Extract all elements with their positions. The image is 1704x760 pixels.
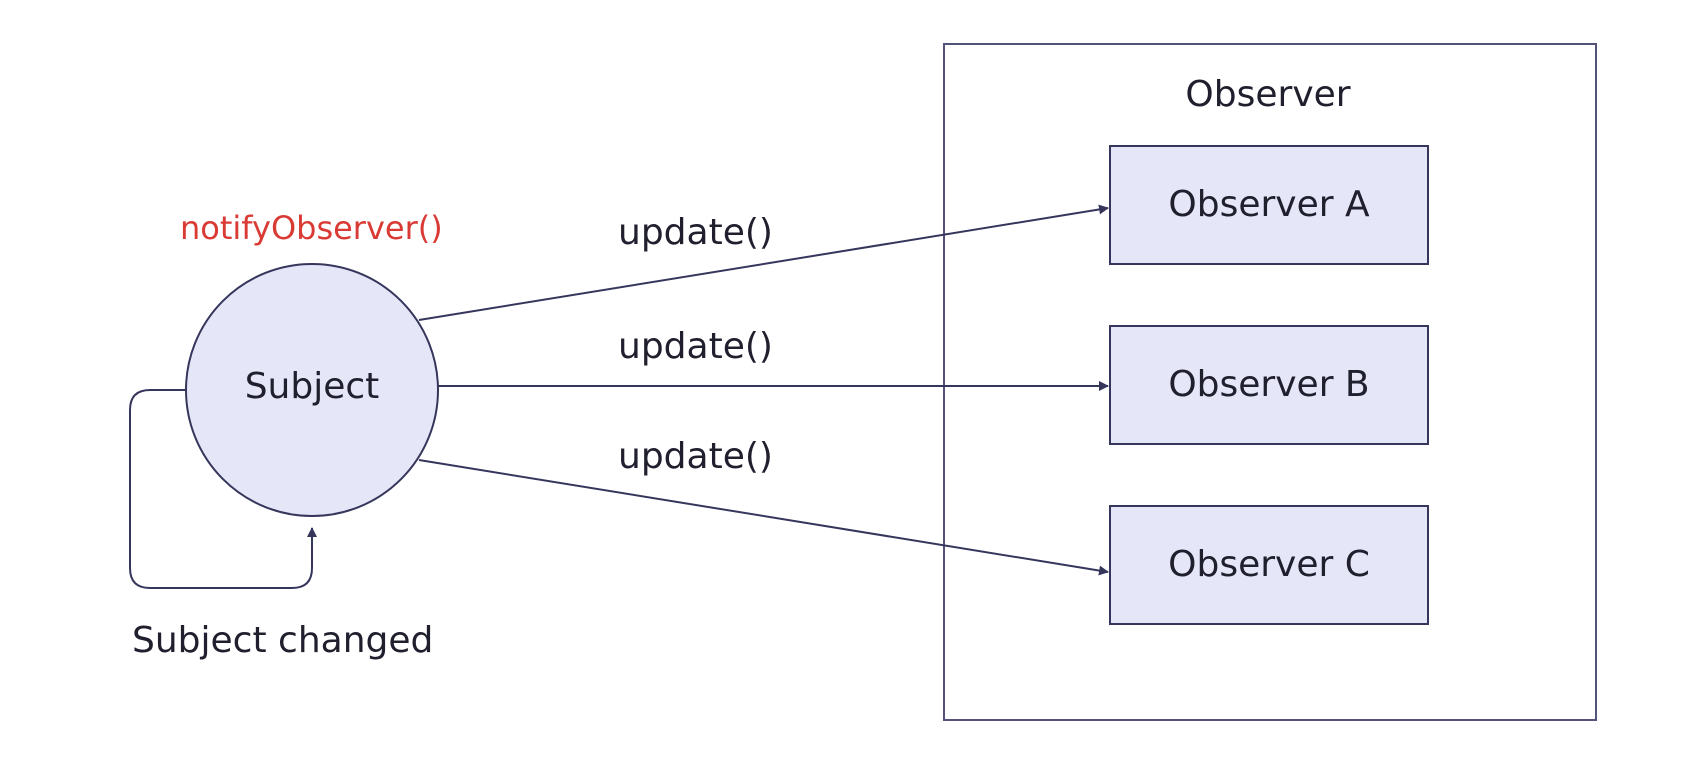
self-loop-label: Subject changed: [132, 620, 433, 661]
observer-c-box: [1109, 505, 1429, 625]
observer-node-c: Observer C: [1109, 505, 1429, 625]
edge-label-b: update(): [618, 326, 773, 367]
observer-a-box: [1109, 145, 1429, 265]
observer-group-container: [943, 43, 1597, 721]
edge-label-a: update(): [618, 212, 773, 253]
observer-group-title: Observer: [1185, 74, 1350, 115]
observer-b-label: Observer B: [1168, 364, 1369, 405]
self-loop-arrow: [129, 389, 317, 589]
observer-c-label: Observer C: [1168, 544, 1370, 585]
notify-method-label: notifyObserver(): [180, 209, 443, 247]
observer-node-b: Observer B: [1109, 325, 1429, 445]
edge-to-observer-c: [418, 459, 1109, 576]
observer-a-label: Observer A: [1168, 184, 1370, 225]
observer-b-box: [1109, 325, 1429, 445]
observer-node-a: Observer A: [1109, 145, 1429, 265]
edge-label-c: update(): [618, 436, 773, 477]
edge-to-observer-a: [418, 204, 1109, 321]
subject-label: Subject: [245, 366, 380, 407]
